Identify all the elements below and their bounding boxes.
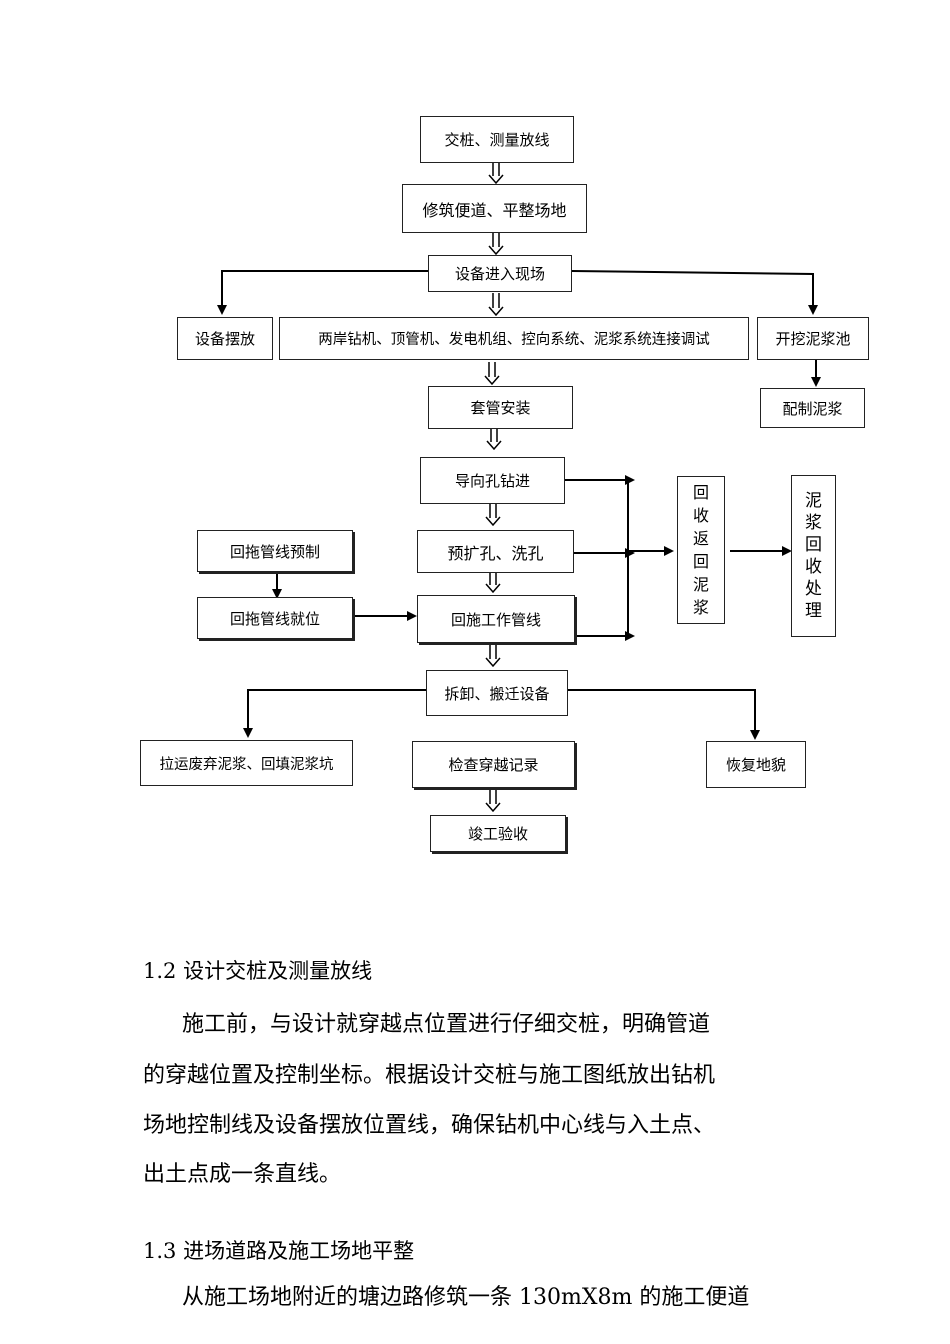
paragraph-line: 场地控制线及设备摆放位置线，确保钻机中心线与入土点、 [143, 1113, 716, 1138]
hollow-arrow-1 [488, 163, 504, 185]
step-kaiwa: 开挖泥浆池 [757, 317, 869, 360]
huishou-char: 收 [692, 506, 709, 525]
hollow-arrow-6 [485, 504, 501, 527]
chuli-char: 泥 [805, 491, 822, 511]
hollow-arrow-5 [486, 429, 502, 451]
step-chaixie: 拆卸、搬迁设备 [426, 670, 568, 716]
step-huituo-jiuwei: 回拖管线就位 [197, 597, 353, 639]
huishou-char: 回 [692, 552, 709, 571]
hollow-arrow-2 [488, 233, 504, 256]
huishou-char: 返 [692, 529, 709, 548]
step-shebei-jinru: 设备进入现场 [428, 255, 572, 292]
paragraph-line: 施工前，与设计就穿越点位置进行仔细交桩，明确管道 [182, 1012, 711, 1037]
step-daoxiang: 导向孔钻进 [420, 457, 565, 504]
step-jiaozhuang: 交桩、测量放线 [420, 116, 574, 163]
section-heading-1-2: 1.2 设计交桩及测量放线 [143, 959, 373, 983]
chuli-char: 浆 [805, 513, 822, 533]
step-huituo-yuzhi: 回拖管线预制 [197, 530, 353, 572]
step-yukuo: 预扩孔、洗孔 [417, 530, 574, 573]
step-zuanji-tiaoshi: 两岸钻机、顶管机、发电机组、控向系统、泥浆系统连接调试 [279, 317, 749, 360]
paragraph-line: 出土点成一条直线。 [143, 1162, 342, 1187]
step-huifu: 恢复地貌 [706, 741, 806, 788]
step-jiancha: 检查穿越记录 [412, 741, 575, 788]
step-xiuzhu: 修筑便道、平整场地 [402, 184, 587, 233]
huishou-char: 泥 [692, 575, 709, 594]
section-heading-1-3: 1.3 进场道路及施工场地平整 [143, 1239, 415, 1263]
paragraph-line: 的穿越位置及控制坐标。根据设计交桩与施工图纸放出钻机 [143, 1063, 716, 1088]
chuli-char: 处 [805, 579, 822, 599]
chuli-char: 理 [805, 601, 822, 621]
step-huishou: 回 收 返 回 泥 浆 [677, 476, 725, 624]
paragraph-line: 从施工场地附近的塘边路修筑一条 130mX8m 的施工便道 [182, 1285, 750, 1310]
hollow-arrow-9 [485, 790, 501, 813]
step-peizhi: 配制泥浆 [760, 388, 865, 428]
chuli-char: 回 [805, 535, 822, 555]
hollow-arrow-7 [485, 573, 501, 594]
hollow-arrow-3 [488, 293, 504, 317]
step-shebei-baifang: 设备摆放 [177, 317, 273, 360]
hollow-arrow-8 [485, 645, 501, 668]
step-layun: 拉运废弃泥浆、回填泥浆坑 [140, 740, 353, 786]
chuli-char: 收 [805, 557, 822, 577]
hollow-arrow-4 [484, 362, 500, 386]
step-jungong: 竣工验收 [430, 815, 566, 852]
huishou-char: 浆 [692, 598, 709, 617]
step-taoguan: 套管安装 [428, 386, 573, 429]
step-chuli: 泥 浆 回 收 处 理 [791, 475, 836, 637]
huishou-char: 回 [692, 483, 709, 502]
step-huishi: 回施工作管线 [417, 595, 575, 643]
